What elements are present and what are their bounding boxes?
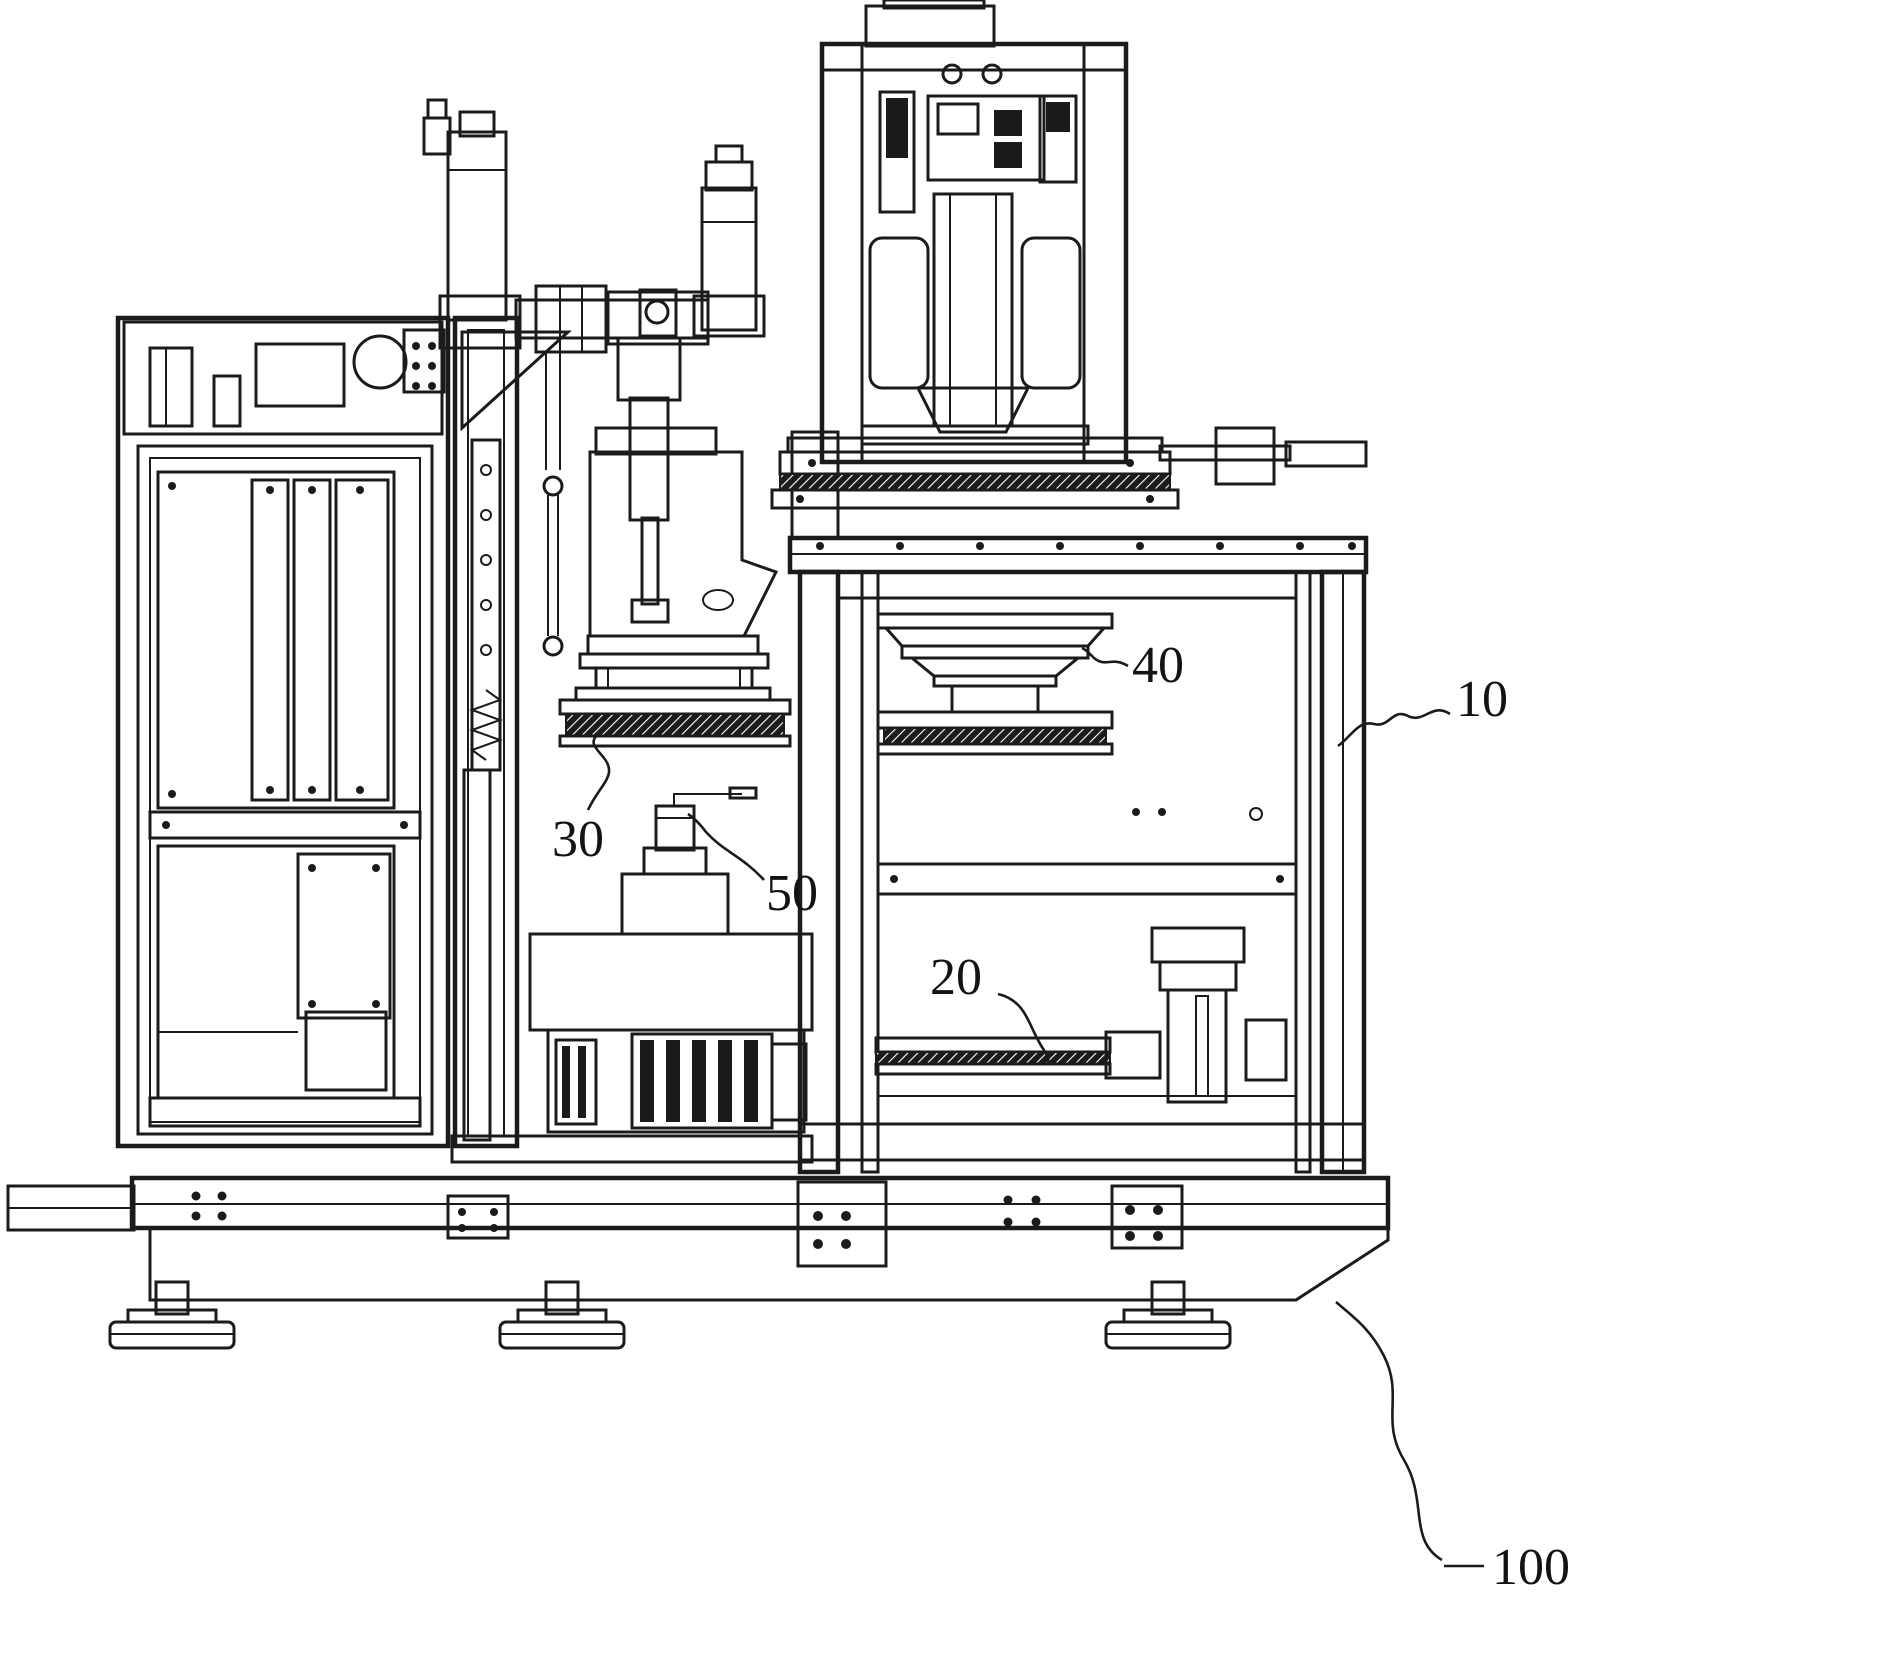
leader-50 — [687, 812, 765, 881]
leader-30 — [586, 735, 611, 811]
center-column-assembly — [422, 98, 572, 1149]
horizontal-arm-assembly — [514, 144, 766, 657]
base-frame — [6, 1175, 1391, 1350]
part-50-assembly — [620, 786, 758, 936]
ref-label-50: 50 — [766, 865, 818, 922]
upper-press-unit — [819, 0, 1129, 465]
leader-40 — [1081, 646, 1129, 668]
lower-fixture — [874, 926, 1288, 1104]
ref-label-20: 20 — [930, 949, 982, 1006]
press-head-assembly — [558, 336, 792, 748]
ref-label-100: 100 — [1492, 1539, 1570, 1596]
ref-label-40: 40 — [1132, 637, 1184, 694]
slide-plate-assembly — [770, 426, 1368, 540]
leveling-foot-right — [1104, 1280, 1232, 1350]
leveling-foot-center — [498, 1280, 626, 1350]
right-machine-frame — [787, 535, 1369, 1175]
left-cabinet — [115, 315, 451, 1149]
ref-label-10: 10 — [1456, 671, 1508, 728]
leveling-foot-left — [108, 1280, 236, 1350]
bellows-stack — [876, 612, 1114, 756]
leader-20 — [997, 992, 1050, 1065]
annotations: 30 50 40 20 10 100 — [552, 637, 1570, 1596]
leader-10 — [1337, 709, 1451, 748]
leader-100 — [1335, 1301, 1443, 1562]
ref-label-30: 30 — [552, 811, 604, 868]
center-lower-mechanism — [446, 768, 814, 1240]
